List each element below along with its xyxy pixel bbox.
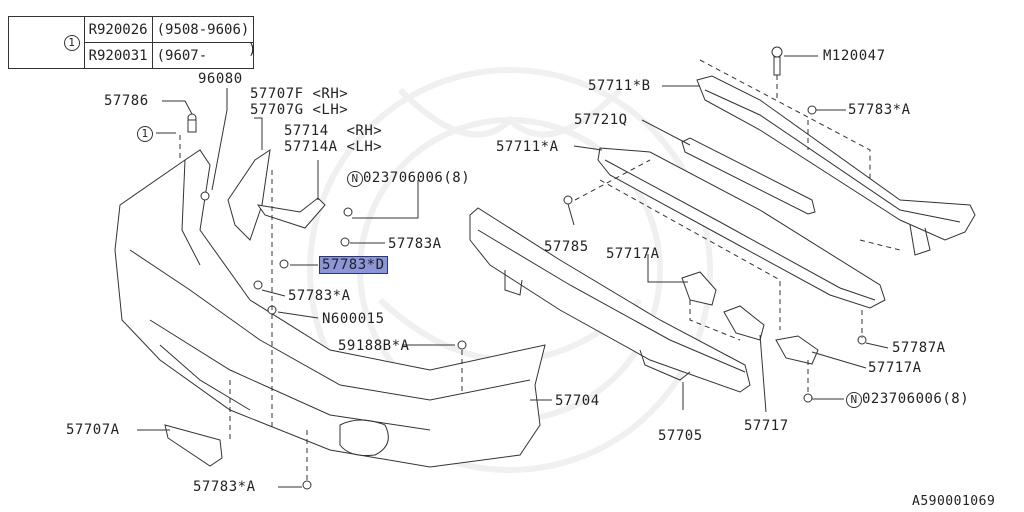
marker-1: 1 [137, 126, 153, 142]
part-label-57711b[interactable]: 57711*B [588, 78, 651, 94]
legend-range: (9607- [151, 42, 255, 69]
part-label-57707f[interactable]: 57707F <RH> [250, 86, 349, 102]
part-label-57783a-star-2[interactable]: 57783*A [193, 479, 256, 495]
part-number: 023706006(8) [862, 391, 970, 407]
part-label-n600015[interactable]: N600015 [322, 311, 385, 327]
part-label-57714[interactable]: 57714 <RH> [284, 123, 383, 139]
legend-code: R920026 [83, 16, 153, 43]
part-label-57783a-star-3[interactable]: 57783*A [848, 102, 911, 118]
legend-marker: 1 [63, 35, 80, 51]
side-bracket-57707f[interactable] [227, 148, 271, 241]
legend-row: R920031 (9607- [9, 42, 255, 69]
marker-1-label: 1 [137, 125, 153, 142]
blocks-57717[interactable] [681, 271, 819, 365]
part-label-96080[interactable]: 96080 [198, 71, 243, 87]
legend-range: (9508-9606) [151, 16, 255, 43]
n-prefix-marker: N [347, 171, 363, 187]
part-label-57711a[interactable]: 57711*A [496, 139, 559, 155]
part-label-57783a[interactable]: 57783A [388, 236, 442, 252]
part-label-57714a[interactable]: 57714A <LH> [284, 139, 383, 155]
alignment-lines [179, 59, 901, 480]
part-label-59188b[interactable]: 59188B*A [338, 338, 410, 354]
part-label-57704[interactable]: 57704 [555, 393, 600, 409]
part-label-57717a-1[interactable]: 57717A [606, 246, 660, 262]
part-label-m120047[interactable]: M120047 [823, 48, 886, 64]
bumper-cover-57704[interactable] [114, 149, 546, 468]
part-label-57705[interactable]: 57705 [658, 428, 703, 444]
part-label-57785[interactable]: 57785 [544, 239, 589, 255]
beam-57711b[interactable] [696, 75, 976, 256]
part-number: 023706006(8) [363, 170, 471, 186]
n-prefix-marker: N [846, 392, 862, 408]
part-label-57786[interactable]: 57786 [104, 93, 149, 109]
legend-row: 1 R920026 (9508-9606) [8, 16, 255, 69]
part-label-57783a-star-1[interactable]: 57783*A [288, 288, 351, 304]
leader-lines [137, 55, 889, 488]
bracket-57714[interactable] [256, 197, 326, 229]
part-label-57707g[interactable]: 57707G <LH> [250, 102, 349, 118]
legend-closing: ) [248, 42, 257, 58]
bracket-57707a[interactable] [164, 424, 223, 467]
strip-57721q[interactable] [681, 137, 816, 215]
part-label-57787a[interactable]: 57787A [892, 340, 946, 356]
drawing-id: A590001069 [912, 494, 996, 509]
legend-marker-cell: 1 [8, 16, 85, 69]
legend-code: R920031 [83, 42, 153, 69]
part-label-57717a-2[interactable]: 57717A [868, 360, 922, 376]
part-label-57721q[interactable]: 57721Q [574, 112, 628, 128]
part-label-57707a[interactable]: 57707A [66, 422, 120, 438]
fasteners [187, 46, 867, 490]
absorber-57705[interactable] [469, 207, 751, 393]
part-label-57783d-highlighted[interactable]: 57783*D [319, 256, 388, 274]
reinforcement-57711a[interactable] [597, 147, 886, 309]
part-label-57717[interactable]: 57717 [744, 418, 789, 434]
legend-table: 1 R920026 (9508-9606) R920031 (9607- [8, 16, 255, 69]
